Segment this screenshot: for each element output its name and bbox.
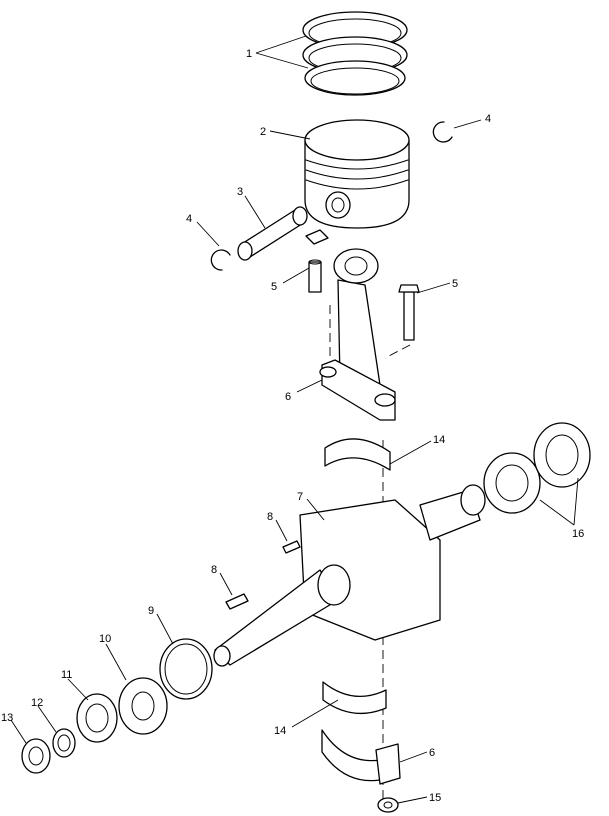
circlips <box>210 121 453 271</box>
main-bearing-shell-upper <box>324 438 391 471</box>
assembly-centerlines <box>329 305 411 800</box>
callout-5-left: 5 <box>271 281 277 293</box>
piston-pin <box>237 206 308 261</box>
piston <box>304 119 410 229</box>
callout-8-lower: 8 <box>211 564 217 576</box>
o-ring <box>159 638 213 700</box>
callout-14-lower: 14 <box>274 725 286 737</box>
spacer <box>76 693 118 743</box>
drive-gear <box>118 677 168 735</box>
callout-3: 3 <box>237 186 243 198</box>
callout-4-right: 4 <box>485 113 491 125</box>
connecting-rod <box>333 248 381 386</box>
pin-locator <box>305 229 329 245</box>
crankshaft <box>213 484 486 667</box>
callout-13: 13 <box>1 712 13 724</box>
rod-cap-lower <box>321 729 401 785</box>
callout-2: 2 <box>260 126 266 138</box>
callout-8-upper: 8 <box>267 511 273 523</box>
callout-4-left: 4 <box>186 213 192 225</box>
nut <box>21 738 51 774</box>
main-bearing-shell-lower <box>322 681 387 714</box>
callout-1: 1 <box>246 48 252 60</box>
callout-10: 10 <box>99 633 111 645</box>
washer <box>52 728 76 758</box>
callout-6-upper: 6 <box>285 391 291 403</box>
callout-6-lower: 6 <box>429 747 435 759</box>
callout-16: 16 <box>572 528 584 540</box>
rod-cap-upper <box>319 359 396 421</box>
leader-lines <box>10 35 579 804</box>
woodruff-keys <box>225 540 301 610</box>
piston-rings <box>302 11 408 96</box>
callout-15: 15 <box>429 792 441 804</box>
callout-11: 11 <box>61 669 72 681</box>
callout-12: 12 <box>31 697 43 709</box>
callout-5-right: 5 <box>452 278 458 290</box>
callout-7: 7 <box>297 491 303 503</box>
callout-9: 9 <box>148 605 154 617</box>
conrod-bolts <box>308 259 420 341</box>
cap-bolt <box>377 797 399 813</box>
crankshaft-ball-bearings <box>483 422 591 514</box>
callout-labels: 1 2 3 4 4 5 5 6 6 7 8 8 9 10 11 12 13 14… <box>1 48 584 804</box>
callout-14-upper: 14 <box>433 434 445 446</box>
